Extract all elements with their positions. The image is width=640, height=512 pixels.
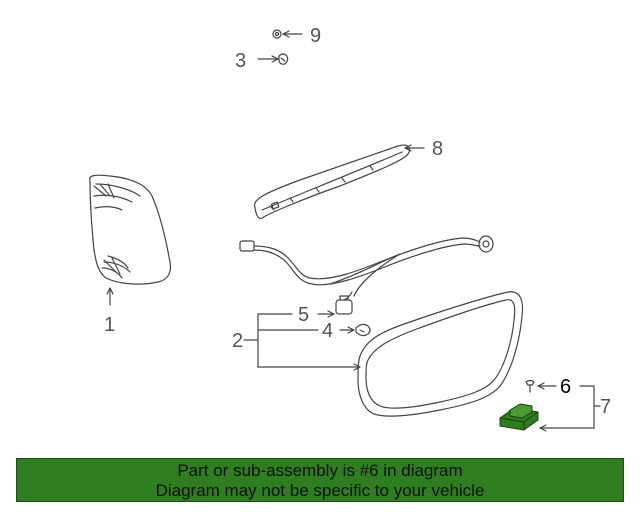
callout-5: 5	[298, 304, 309, 326]
callout-7: 7	[600, 396, 611, 418]
callout-3: 3	[235, 50, 246, 72]
leader-group-2	[243, 310, 361, 371]
arrow-1	[106, 287, 114, 295]
part-4-bulb	[355, 323, 371, 337]
callout-1: 1	[104, 314, 115, 336]
arrow-8	[404, 144, 412, 152]
part-5-socket	[335, 295, 353, 315]
part-2-garnish	[357, 291, 524, 417]
arrow-9	[282, 30, 290, 38]
wiring-harness	[239, 235, 494, 301]
arrow-3	[271, 55, 279, 63]
part-1-tail-lamp	[89, 174, 172, 285]
callout-9: 9	[310, 25, 321, 47]
callout-8: 8	[432, 138, 443, 160]
callout-2: 2	[232, 330, 243, 352]
part-7-license-lamp	[499, 403, 539, 431]
banner-line-1: Part or sub-assembly is #6 in diagram	[177, 461, 463, 480]
leader-group-7	[539, 385, 601, 432]
part-9-clip	[272, 29, 282, 39]
info-banner: Part or sub-assembly is #6 in diagram Di…	[16, 458, 624, 502]
parts-diagram: 9 3 8 1 5 4 2 6 7	[89, 25, 611, 432]
callout-4: 4	[322, 320, 333, 342]
banner-line-2: Diagram may not be specific to your vehi…	[155, 481, 485, 500]
callout-6: 6	[560, 376, 571, 398]
arrow-6	[537, 382, 545, 390]
part-3-bulb	[278, 53, 289, 65]
part-6-screw	[525, 379, 535, 393]
part-8-high-mount-lamp	[253, 144, 411, 219]
